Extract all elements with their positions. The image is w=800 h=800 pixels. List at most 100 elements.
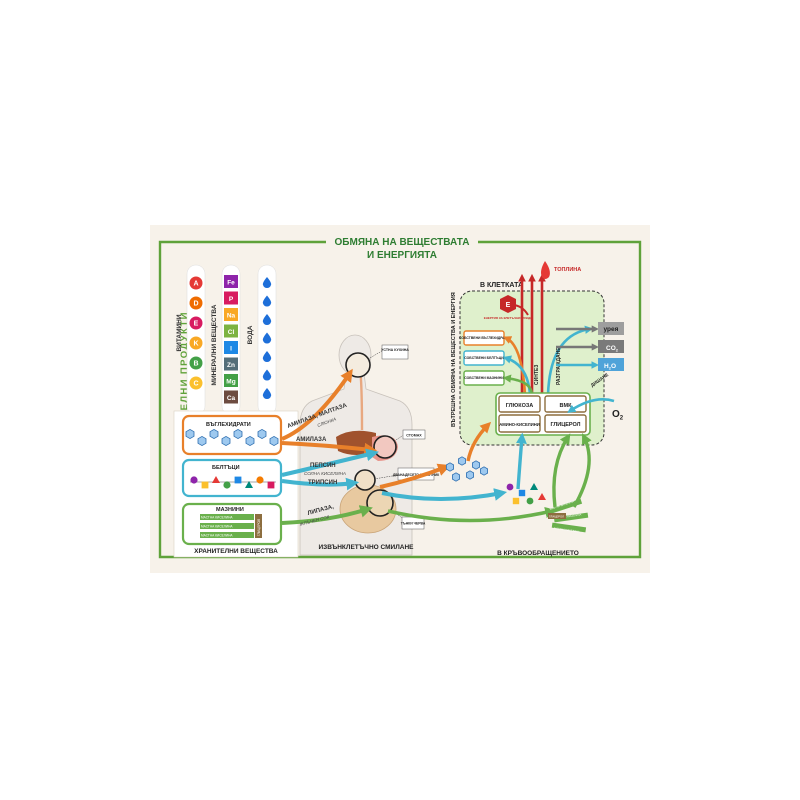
duodenum-magnifier: [354, 469, 376, 491]
synthesis-carbs-arrow: [502, 336, 527, 396]
oxygen-arrow: [567, 398, 615, 413]
digestion-label: ИЗВЪНКЛЕТЪЧНО СМИЛАНЕ: [318, 544, 414, 551]
pepsin-label: ПЕПСИН: [310, 463, 336, 469]
glucose-unit-icon: [197, 435, 207, 447]
poster-frame: [158, 240, 642, 559]
water-drop-icon: [262, 369, 272, 381]
hcl-label: СОЛНА КИСЕЛИНА: [304, 471, 346, 476]
carb-molecule-chain: [185, 428, 279, 447]
blood-fatty-acid-1: МАСТНА КИСЕЛИНА: [549, 499, 575, 511]
minerals-label: МИНЕРАЛНИ ВЕЩЕСТВА: [211, 304, 218, 385]
h2o-o: O: [611, 363, 616, 370]
glucose-box: [498, 395, 541, 413]
intestine-label: ТЪНКИ ЧЕРВА: [401, 522, 426, 526]
glucose-unit-icon: [209, 428, 219, 440]
saliva-label: СЛЮНКА: [317, 417, 337, 428]
water-drop-icon: [262, 277, 272, 288]
amino-box: [498, 414, 541, 433]
blood-amino-icon: [518, 489, 526, 497]
amino-acid-icon: [190, 476, 198, 484]
urea-label: урея: [604, 326, 619, 333]
lipase-arrow: [281, 505, 373, 525]
title-line-1: ОБМЯНА НА ВЕЩЕСТВАТА: [335, 237, 470, 248]
blood-label: В КРЪВООБРАЩЕНИЕТО: [497, 550, 579, 557]
cell-title: В КЛЕТКАТА: [480, 282, 523, 289]
blood-glucose-icon: [445, 462, 455, 472]
stomach-magnifier: [373, 435, 397, 459]
amino-to-cell-arrow: [516, 432, 527, 490]
glucose-unit-icon: [269, 435, 279, 447]
glucose-unit-icon: [257, 428, 267, 440]
vitamin-A-badge: [189, 276, 203, 290]
vitamin-C-badge: [189, 376, 203, 390]
co2-main: CO: [606, 345, 616, 352]
blood-amino-icon: [538, 493, 546, 500]
mineral-Zn-badge: [224, 357, 238, 371]
water-drop-icon: [262, 332, 272, 344]
blood-amino-icon: [526, 497, 534, 505]
vitamins-label: ВИТАМИНИ: [176, 314, 183, 351]
fat-to-cell-arrow-2: [572, 433, 592, 508]
glycerol-label: ГЛИЦЕРОЛ: [257, 519, 261, 536]
blood-amino-icon: [530, 483, 538, 490]
cell-side-label: ВЪТРЕШНА ОБМЯНА НА ВЕЩЕСТВА И ЕНЕРГИЯ: [451, 292, 457, 427]
svg-text:E: E: [506, 302, 511, 309]
blood-glucose-icon: [479, 466, 489, 476]
blood-fat-molecules: МАСТНА КИСЕЛИНА МАСТНА КИСЕЛИНА МАСТНА К…: [548, 498, 589, 534]
water-label: ВОДА: [247, 325, 254, 344]
amino-acid-icon: [245, 481, 253, 488]
mineral-I-badge: [224, 341, 238, 354]
co2-box: [598, 340, 624, 353]
nutrients-panel: ВЪГЛЕХИДРАТИ БЕЛТЪЦИ МАЗНИНИ МАСТНА КИСЕ…: [173, 410, 299, 558]
urea-box: [598, 322, 624, 335]
amino-acid-icon: [267, 481, 275, 489]
mineral-Ca-badge: [224, 390, 238, 404]
vitamin-D-label: D: [193, 301, 198, 308]
amino-acid-icon: [234, 476, 242, 484]
trypsin-label: ТРИПСИН: [308, 480, 337, 486]
glucose-label: ГЛЮКОЗА: [506, 403, 534, 409]
h2o-label: H2O: [604, 363, 616, 371]
mineral-I-label: I: [230, 346, 232, 353]
heat-label: ТОПЛИНА: [554, 267, 581, 273]
vitamin-C-label: C: [193, 381, 198, 388]
synthesis-proteins-arrow: [502, 355, 532, 396]
blood-amino-icon: [512, 497, 520, 505]
vitamin-B-badge: [189, 356, 203, 370]
h2o-sub: 2: [609, 366, 612, 371]
cell-glycerol-label: ГЛИЦЕРОЛ: [550, 422, 580, 428]
glucose-unit-icon: [185, 428, 195, 440]
blood-amino-icon: [506, 483, 514, 491]
h2o-h: H: [604, 363, 609, 370]
nutrients-footer: ХРАНИТЕЛНИ ВЕЩЕСТВА: [194, 548, 278, 555]
glucose-absorption-arrow: [379, 463, 451, 489]
co2-sub: 2: [616, 348, 619, 353]
glucose-to-cell-arrow: [466, 421, 492, 462]
energy-arrow: [509, 302, 529, 316]
mineral-Na-badge: [224, 308, 238, 321]
fats-label: МАЗНИНИ: [216, 507, 244, 513]
o2-sub: 2: [620, 416, 624, 422]
metabolism-poster: ОБМЯНА НА ВЕЩЕСТВАТА И ЕНЕРГИЯТА ХРАНИТЕ…: [150, 225, 650, 573]
water-column: ВОДА: [247, 264, 277, 416]
mineral-Cl-label: Cl: [228, 329, 235, 336]
amino-acid-icon: [201, 481, 209, 489]
blood-glucose-icon: [465, 470, 475, 480]
amino-acid-icon: [212, 476, 220, 483]
amino-acid-icon: [223, 481, 231, 489]
intestine-magnifier: [366, 489, 394, 517]
fatty-acid-label-2: МАСТНА КИСЕЛИНА: [201, 525, 233, 529]
vitamin-K-label: K: [193, 341, 198, 348]
vitamin-E-badge: [189, 316, 203, 330]
pepsin-arrow: [281, 448, 379, 477]
vitamin-A-label: A: [193, 281, 198, 288]
fatty-acid-label-3: МАСТНА КИСЕЛИНА: [201, 534, 233, 538]
glucose-unit-icon: [233, 428, 243, 440]
amylase-label: АМИЛАЗА: [296, 437, 327, 443]
mineral-Fe-label: Fe: [227, 280, 235, 287]
blood-fatty-acid-3: МАСТНА КИСЕЛИНА: [554, 526, 580, 534]
own-proteins-label: СОБСТВЕНИ БЕЛТЪЦИ: [464, 356, 504, 360]
mineral-Zn-label: Zn: [227, 362, 235, 369]
synthesis-label: СИНТЕЗ: [534, 365, 540, 385]
